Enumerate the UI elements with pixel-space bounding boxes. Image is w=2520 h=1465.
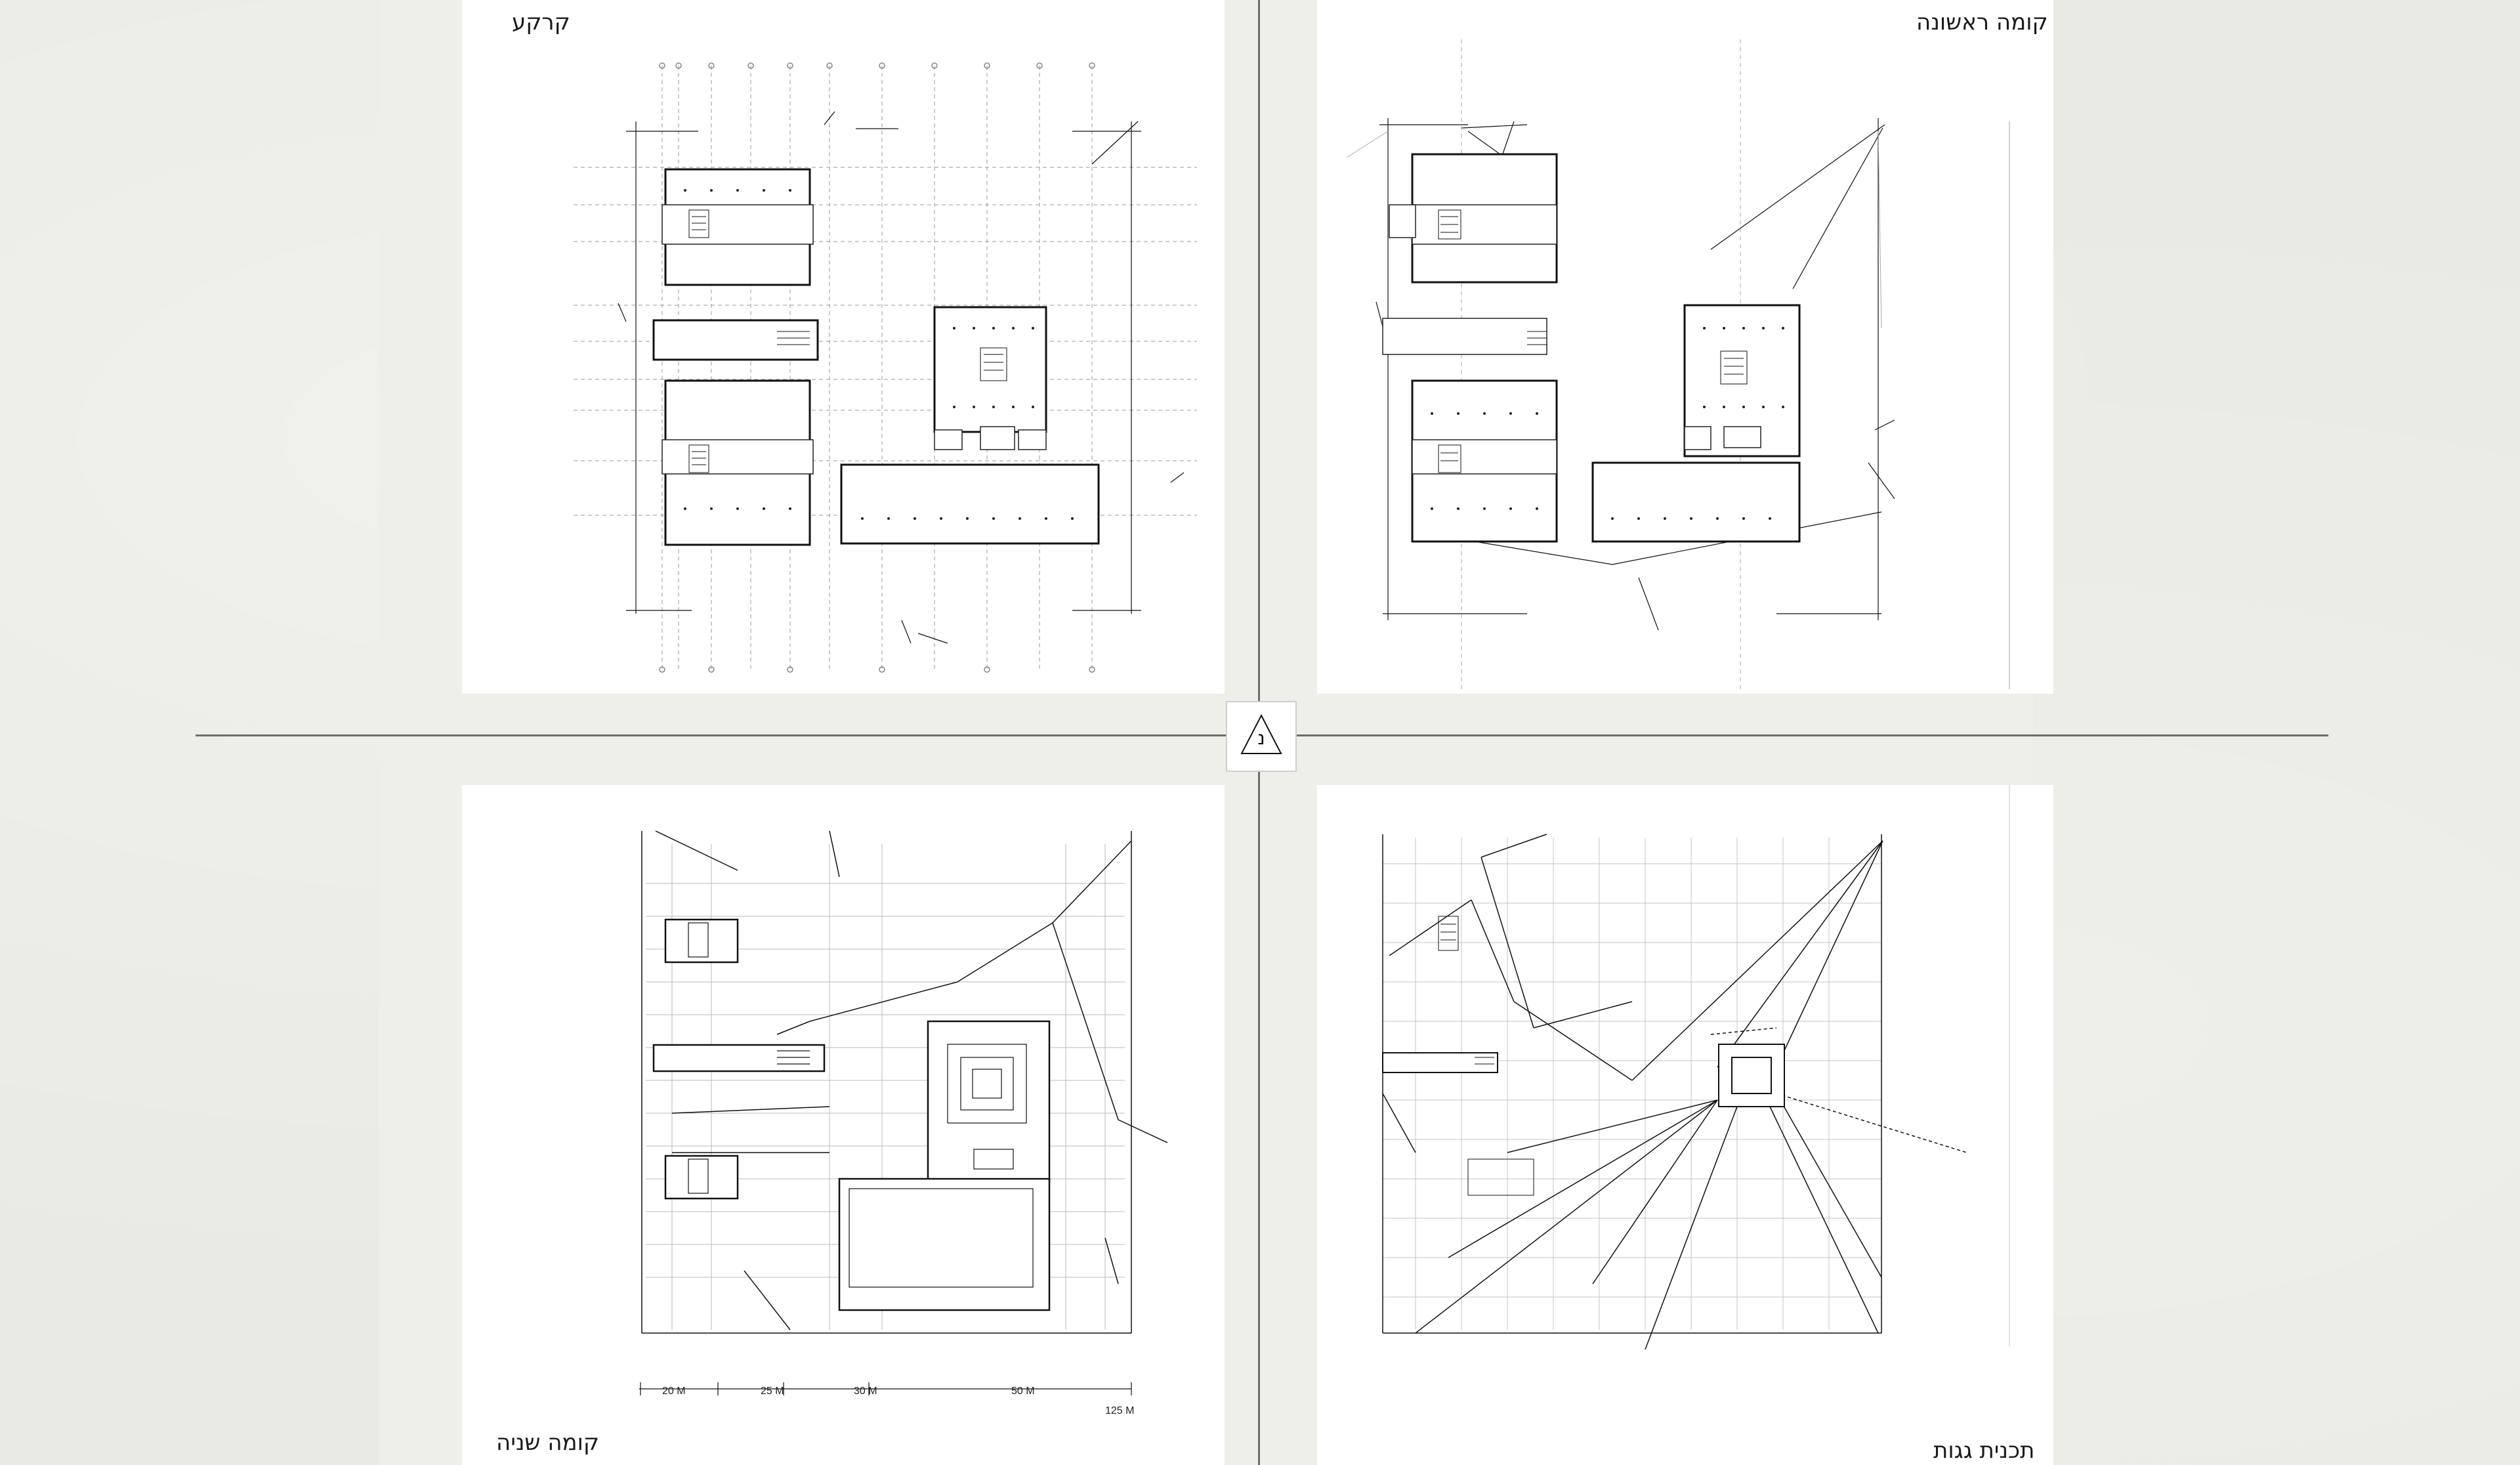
second-floor-plan: 20 M 25 M 30 M 50 M 125 M xyxy=(462,785,1225,1465)
roof-plan xyxy=(1317,785,2053,1465)
roof-plan-drawing xyxy=(1382,785,2010,1350)
scale-segment-2: 25 M xyxy=(761,1386,784,1397)
north-arrow: נ xyxy=(1226,701,1297,772)
ground-floor-title: קרקע xyxy=(512,9,570,35)
scale-segment-3: 30 M xyxy=(854,1386,877,1397)
first-floor-plan xyxy=(1317,0,2053,694)
ground-floor-plan xyxy=(462,0,1225,694)
scale-segment-1: 20 M xyxy=(662,1386,686,1397)
second-floor-title: קומה שניה xyxy=(496,1430,600,1456)
ground-floor-drawing xyxy=(574,62,1197,673)
scale-total: 125 M xyxy=(1105,1405,1134,1416)
first-floor-drawing xyxy=(1346,39,2010,689)
north-arrow-letter: נ xyxy=(1257,727,1265,749)
north-arrow-icon xyxy=(1240,713,1282,754)
scale-segment-4: 50 M xyxy=(1011,1386,1035,1397)
first-floor-title: קומה ראשונה xyxy=(1916,9,2048,35)
roof-plan-title: תכנית גגות xyxy=(1933,1437,2035,1464)
second-floor-drawing: 20 M 25 M 30 M 50 M 125 M xyxy=(639,830,1168,1416)
